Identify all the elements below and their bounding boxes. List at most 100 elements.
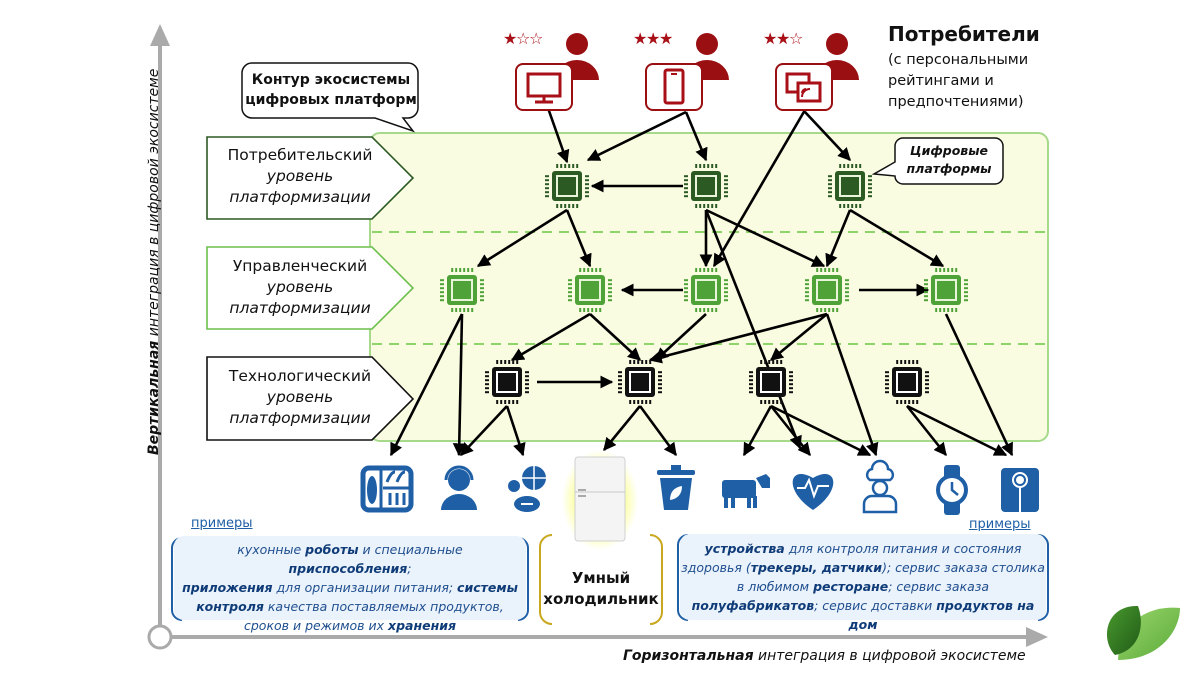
level-management-label: Управленческий уровень платформизации	[212, 256, 388, 319]
level-name: Управленческий	[232, 257, 368, 275]
platform-chip-technology	[618, 360, 662, 404]
cast-screen-icon	[775, 63, 833, 111]
platform-chip-management	[805, 268, 849, 312]
connection-arrow	[705, 208, 826, 268]
level-name: Технологический	[228, 367, 372, 385]
examples-left-text: кухонные роботы и специальные приспособл…	[174, 540, 526, 635]
examples-keyword: приложения	[182, 580, 273, 595]
horizontal-axis	[147, 624, 1048, 650]
level-technology-shape	[206, 356, 415, 441]
connection-arrow	[510, 312, 591, 362]
star-empty-icon: ☆	[516, 29, 530, 48]
connection-arrow	[712, 109, 807, 268]
platform-chip-management	[684, 268, 728, 312]
consumer-user: ★★☆	[763, 29, 859, 111]
cow-icon	[722, 474, 770, 508]
examples-keyword: приспособления	[288, 561, 408, 576]
monitor-icon	[515, 63, 573, 111]
vertical-axis	[150, 24, 170, 632]
sports-balls-icon	[508, 466, 546, 512]
examples-line: в любимом ресторане; сервис заказа	[736, 579, 990, 594]
connection-arrow	[849, 208, 945, 268]
leaf-logo	[1106, 605, 1180, 660]
connection-arrows	[389, 107, 1014, 457]
connection-arrow	[655, 313, 707, 361]
fish-tray-icon	[360, 465, 414, 513]
examples-line: устройства для контроля питания и состоя…	[704, 541, 1022, 556]
examples-left-tag: примеры	[188, 516, 256, 531]
smart-fridge-label: Умный холодильник	[542, 568, 660, 610]
smartphone-icon	[645, 63, 703, 111]
operator-headset-icon	[441, 465, 477, 510]
star-empty-icon: ☆	[789, 29, 803, 48]
level-consumer-label: Потребительский уровень платформизации	[212, 145, 388, 208]
digital-platforms-label: Цифровые платформы	[897, 142, 1001, 178]
callout-line: Контур экосистемы	[251, 72, 411, 88]
level-technology-label: Технологический уровень платформизации	[212, 366, 388, 429]
fridge-label-line: холодильник	[543, 590, 659, 608]
connection-arrow	[589, 313, 641, 361]
platform-chip-technology	[749, 360, 793, 404]
level-sub: уровень	[266, 167, 334, 185]
heart-pulse-icon	[792, 474, 834, 510]
connection-arrow	[586, 110, 687, 162]
examples-keyword: хранения	[388, 618, 456, 633]
smart-fridge-image	[562, 450, 638, 550]
examples-right-text: устройства для контроля питания и состоя…	[680, 539, 1046, 634]
star-filled-icon: ★	[633, 29, 647, 48]
level-name: Потребительский	[227, 146, 373, 164]
connection-arrow	[825, 313, 879, 457]
examples-keyword: трекеры, датчики	[750, 560, 883, 575]
platform-chip-management	[568, 268, 612, 312]
connection-arrow	[704, 209, 802, 450]
examples-keyword: контроля	[196, 599, 264, 614]
consumers-subtitle-line: рейтингами и	[888, 73, 994, 89]
connection-arrow	[602, 405, 642, 452]
connection-arrow	[460, 405, 508, 456]
callout-line: платформы	[906, 161, 992, 176]
level-consumer-shape	[206, 136, 415, 220]
consumers-title: Потребители	[888, 22, 1040, 46]
rating-stars: ★★☆	[763, 29, 803, 48]
examples-keyword: продуктов на дом	[848, 598, 1035, 632]
rating-stars: ★★★	[633, 29, 673, 48]
connection-arrow	[648, 312, 828, 364]
consumers-subtitle-line: (с персональными	[888, 52, 1029, 68]
examples-line: контроля качества поставляемых продуктов…	[196, 599, 504, 614]
examples-line: приложения для организации питания; сист…	[182, 580, 518, 595]
level-sub: уровень	[266, 388, 334, 406]
examples-keyword: системы	[457, 580, 518, 595]
axis-label-bold: Горизонтальная	[623, 648, 754, 664]
consumers-subtitle: (с персональными рейтингами и предпочтен…	[888, 50, 1028, 113]
platform-chip-consumer	[684, 164, 728, 208]
examples-right-tag: примеры	[966, 517, 1034, 532]
consumer-user: ★★★	[633, 29, 729, 111]
end-devices	[360, 450, 1039, 550]
chef-icon	[862, 459, 898, 514]
level-management-shape	[206, 246, 415, 330]
digital-platforms-callout	[871, 137, 1004, 185]
connection-arrow	[565, 209, 592, 268]
examples-keyword: полуфабрикатов	[691, 598, 815, 613]
connection-arrow	[804, 111, 851, 161]
connection-arrow	[389, 313, 464, 457]
consumers-subtitle-line: предпочтениями)	[888, 94, 1024, 110]
examples-line: кухонные роботы и специальные приспособл…	[237, 542, 463, 576]
platform-chip-consumer	[545, 164, 589, 208]
platform-chip-management	[440, 268, 484, 312]
callout-line: Цифровые	[910, 143, 988, 158]
connection-arrow	[546, 107, 570, 164]
rating-stars: ★☆☆	[503, 29, 543, 48]
connection-arrow	[905, 405, 948, 457]
connection-arrow	[505, 405, 526, 457]
consumer-user: ★☆☆	[503, 29, 599, 111]
connection-arrow	[742, 405, 773, 457]
connection-arrow	[944, 313, 1014, 457]
examples-left-box	[171, 536, 529, 621]
level-sub: платформизации	[229, 188, 371, 206]
platform-chip-technology	[885, 360, 929, 404]
connection-arrow	[452, 313, 466, 457]
eco-bin-icon	[657, 465, 695, 510]
star-empty-icon: ☆	[529, 29, 543, 48]
